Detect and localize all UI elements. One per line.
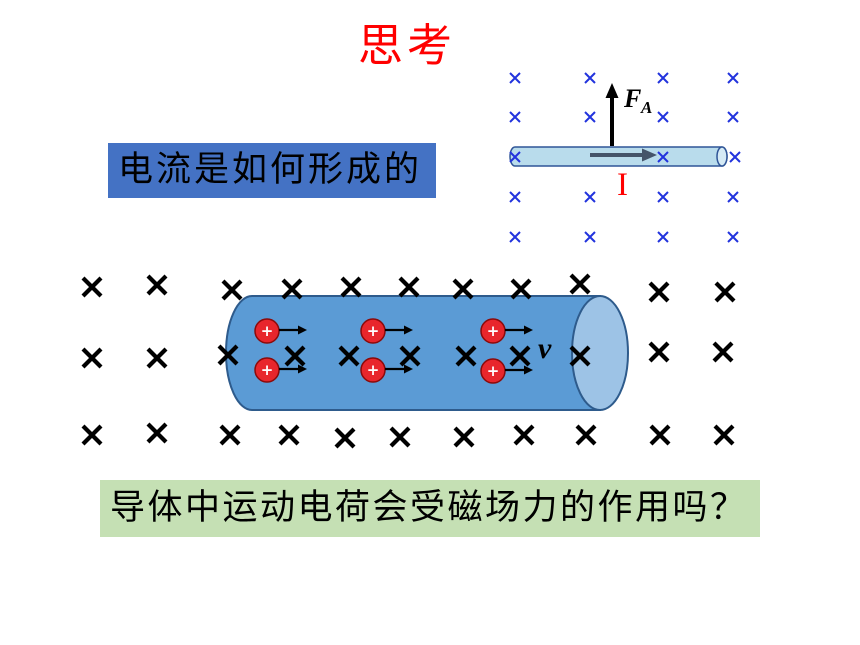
field-cross-icon xyxy=(81,347,103,369)
force-symbol: F xyxy=(623,84,641,113)
slide-title: 思考 xyxy=(358,19,457,72)
field-cross-icon xyxy=(569,345,591,367)
charge-sign: + xyxy=(261,322,274,340)
field-cross-icon xyxy=(453,426,475,448)
velocity-label: v xyxy=(538,332,552,365)
field-cross-icon xyxy=(657,231,669,243)
field-cross-icon xyxy=(455,345,477,367)
field-cross-icon xyxy=(334,427,356,449)
field-cross-icon xyxy=(509,231,521,243)
field-cross-icon xyxy=(398,276,420,298)
field-cross-icon xyxy=(509,151,521,163)
current-label: I xyxy=(617,167,628,203)
field-cross-icon xyxy=(509,345,531,367)
force-arrow xyxy=(605,83,619,146)
field-cross-icon xyxy=(584,72,596,84)
field-cross-icon xyxy=(648,341,670,363)
field-cross-icon xyxy=(389,426,411,448)
field-cross-icon xyxy=(569,273,591,295)
field-cross-icon xyxy=(452,278,474,300)
field-cross-icon xyxy=(338,345,360,367)
field-cross-icon xyxy=(729,151,741,163)
field-cross-icon xyxy=(648,281,670,303)
field-cross-icon xyxy=(657,151,669,163)
field-cross-icon xyxy=(146,274,168,296)
force-subscript: A xyxy=(640,98,652,117)
magnetic-field-large xyxy=(81,273,736,449)
rod-in-field-diagram: F A I xyxy=(509,72,741,243)
velocity-arrowhead xyxy=(298,364,307,374)
positive-charge: + xyxy=(480,358,533,384)
velocity-arrowhead xyxy=(524,365,533,375)
positive-charge: + xyxy=(254,318,307,344)
charge-sign: + xyxy=(487,322,500,340)
field-cross-icon xyxy=(727,72,739,84)
positive-charge: + xyxy=(360,318,413,344)
field-cross-icon xyxy=(575,424,597,446)
question-force-box: 导体中运动电荷会受磁场力的作用吗？ xyxy=(100,480,760,537)
conductor-end-face xyxy=(571,295,629,411)
conductor-in-field-diagram: + + + + + + v xyxy=(81,273,736,449)
velocity-arrowhead xyxy=(404,325,413,335)
field-cross-icon xyxy=(281,278,303,300)
field-cross-icon xyxy=(712,341,734,363)
field-cross-icon xyxy=(713,424,735,446)
field-cross-icon xyxy=(584,111,596,123)
field-cross-icon xyxy=(584,231,596,243)
charge-sign: + xyxy=(261,361,274,379)
field-cross-icon xyxy=(727,231,739,243)
field-cross-icon xyxy=(217,344,239,366)
charge-sign: + xyxy=(367,361,380,379)
field-cross-icon xyxy=(727,111,739,123)
field-cross-icon xyxy=(221,279,243,301)
field-cross-icon xyxy=(146,347,168,369)
field-cross-icon xyxy=(657,72,669,84)
field-cross-icon xyxy=(399,345,421,367)
field-cross-icon xyxy=(714,281,736,303)
moving-charges: + + + + + + xyxy=(254,318,533,384)
field-cross-icon xyxy=(146,422,168,444)
magnetic-field-small xyxy=(509,72,741,243)
question-current-box: 电流是如何形成的 xyxy=(108,143,436,198)
field-cross-icon xyxy=(649,424,671,446)
velocity-arrowhead xyxy=(524,325,533,335)
field-cross-icon xyxy=(284,345,306,367)
field-cross-icon xyxy=(657,111,669,123)
field-cross-icon xyxy=(219,424,241,446)
field-cross-icon xyxy=(81,276,103,298)
velocity-arrowhead xyxy=(298,325,307,335)
field-cross-icon xyxy=(510,278,532,300)
field-cross-icon xyxy=(657,191,669,203)
field-cross-icon xyxy=(584,191,596,203)
positive-charge: + xyxy=(254,357,307,383)
field-cross-icon xyxy=(509,72,521,84)
positive-charge: + xyxy=(360,357,413,383)
field-cross-icon xyxy=(81,424,103,446)
velocity-arrowhead xyxy=(404,364,413,374)
current-direction-arrow xyxy=(590,148,657,162)
field-cross-icon xyxy=(727,191,739,203)
field-cross-icon xyxy=(509,191,521,203)
charge-sign: + xyxy=(367,322,380,340)
field-cross-icon xyxy=(340,276,362,298)
field-cross-icon xyxy=(278,424,300,446)
positive-charge: + xyxy=(480,318,533,344)
field-cross-icon xyxy=(509,111,521,123)
charge-sign: + xyxy=(487,362,500,380)
rod-end-face xyxy=(716,146,728,167)
field-cross-icon xyxy=(513,424,535,446)
